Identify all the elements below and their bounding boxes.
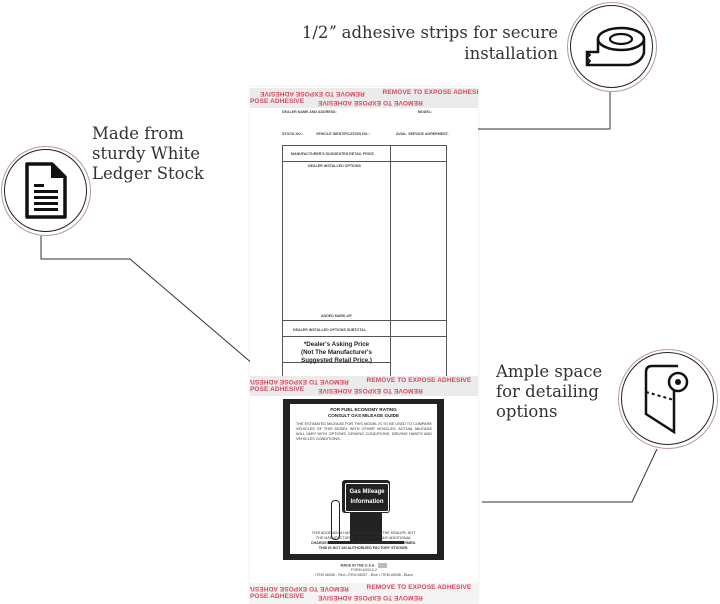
msrp-label: MANUFACTURER'S SUGGESTED RETAIL PRICE [291, 152, 374, 156]
adhesive-strip-label: REMOVE TO EXPOSE ADHESIVE [260, 90, 365, 97]
paper-roll-icon [644, 364, 689, 435]
disclaimer-line: THE MANUFACTURER, TO REFLECT ANY ADDITIO… [315, 536, 412, 540]
adhesive-callout-line: 1/2ˮ adhesive strips for secure [301, 23, 558, 42]
sticker-footer: MADE IN THE U.S.A. FORM #400-0-2 ITEM #6… [250, 563, 478, 578]
fuel-economy-title-line: FOR FUEL ECONOMY RATING [330, 407, 397, 412]
made-in-label: MADE IN THE U.S.A. [340, 563, 376, 568]
vin-label: VEHICLE IDENTIFICATION NO.: [316, 132, 370, 136]
estimated-mileage-paragraph: THE ESTIMATED MILEAGE FOR THIS MODEL IS … [296, 422, 432, 441]
adhesive-strip-label: REMOVE TO EXPOSE ADHESIVE [366, 377, 472, 384]
window-sticker: REMOVE TO EXPOSE ADHESIVE REMOVE TO EXPO… [250, 87, 478, 604]
disclaimer-line: CHARGES FOR ITEMS ADDED OR SERVICES PERF… [310, 541, 417, 545]
adhesive-strip-label: POSE ADHESIVE [250, 386, 305, 393]
adhesive-strip-label: REMOVE TO EXPOSE ADHESIVE [250, 585, 349, 592]
asking-price-line: *Dealer's Asking Price [303, 341, 370, 348]
asking-price-line: (Not The Manufacturer's [301, 349, 372, 356]
made-in-usa: MADE IN THE U.S.A. [250, 563, 478, 568]
form-number: FORM #400-0-2 [351, 568, 377, 573]
ledger-icon-ring-inner [4, 149, 87, 232]
gas-pump-icon [350, 513, 382, 541]
us-flag-icon [378, 563, 388, 568]
service-agreement-label: AVAIL. SERVICE AGREEMENT: [396, 132, 449, 136]
adhesive-strip-label: REMOVE TO EXPOSE ADHESIVE [382, 89, 478, 96]
adhesive-connector-line [478, 92, 611, 130]
options-subtotal-label: DEALER INSTALLED OPTIONS SUBTOTAL [293, 328, 367, 332]
space-callout-line: for detailing [496, 382, 599, 401]
disclaimer-line: THIS IS NOT AN AUTHORIZED FACTORY STICKE… [318, 546, 409, 550]
asking-price-line: Suggested Retail Price.) [301, 357, 372, 364]
ledger-icon-ring [1, 146, 91, 236]
adhesive-strip-label: POSE ADHESIVE [250, 593, 305, 600]
adhesive-strip-label: REMOVE TO EXPOSE ADHESIVE [250, 378, 349, 385]
adhesive-strip-middle: REMOVE TO EXPOSE ADHESIVE REMOVE TO EXPO… [250, 376, 478, 396]
ledger-callout-line: Ledger Stock [92, 164, 204, 183]
adhesive-callout-line: installation [464, 44, 558, 63]
dealer-name-label: DEALER NAME AND ADDRESS: [282, 110, 337, 114]
fuel-economy-title-line: CONSULT GAS MILEAGE GUIDE [327, 413, 400, 418]
dealer-options-label: DEALER INSTALLED OPTIONS [308, 164, 361, 168]
adhesive-strip-label: REMOVE TO EXPOSE ADHESIVE [317, 594, 423, 601]
space-icon-ring-inner [621, 352, 714, 445]
stock-no-label: STOCK NO.: [282, 132, 304, 136]
tape-roll-icon [585, 26, 646, 67]
adhesive-strip-label: REMOVE TO EXPOSE ADHESIVE [317, 387, 423, 394]
sign-line: Gas Mileage [349, 489, 385, 495]
document-icon [25, 162, 67, 219]
added-markup-label: ADDED MARK-UP [321, 314, 352, 318]
space-icon-ring [618, 349, 718, 449]
ledger-callout-line: Made from [92, 124, 184, 143]
adhesive-strip-label: REMOVE TO EXPOSE ADHESIVE [366, 584, 472, 591]
ledger-callout-text: Made from sturdy White Ledger Stock [92, 124, 204, 184]
gas-mileage-sign: Gas Mileage Information [342, 480, 390, 513]
fuel-economy-title: FOR FUEL ECONOMY RATING CONSULT GAS MILE… [290, 407, 437, 419]
price-table: MANUFACTURER'S SUGGESTED RETAIL PRICE DE… [282, 145, 447, 379]
gas-pump-base [328, 541, 404, 544]
disclaimer-line: THIS ADDENDUM HAS BEEN ADDED BY THE DEAL… [311, 531, 416, 535]
gas-mileage-box: FOR FUEL ECONOMY RATING CONSULT GAS MILE… [283, 399, 444, 560]
space-callout-line: options [496, 402, 558, 421]
adhesive-strip-top: REMOVE TO EXPOSE ADHESIVE REMOVE TO EXPO… [250, 88, 478, 108]
model-label: MODEL: [418, 110, 433, 114]
sign-line: Information [350, 499, 384, 505]
space-callout-text: Ample space for detailing options [496, 362, 602, 422]
dealers-asking-price: *Dealer's Asking Price (Not The Manufact… [283, 341, 390, 365]
ledger-connector-line [40, 236, 254, 365]
space-callout-line: Ample space [496, 362, 603, 381]
adhesive-icon-ring-inner [570, 5, 653, 88]
addendum-disclaimer: THIS ADDENDUM HAS BEEN ADDED BY THE DEAL… [294, 531, 433, 551]
adhesive-strip-label: POSE ADHESIVE [250, 98, 305, 105]
adhesive-strip-bottom: REMOVE TO EXPOSE ADHESIVE REMOVE TO EXPO… [250, 583, 478, 604]
adhesive-callout-text: 1/2ˮ adhesive strips for secure installa… [302, 22, 558, 64]
adhesive-icon-ring [567, 2, 657, 92]
adhesive-strip-label: REMOVE TO EXPOSE ADHESIVE [317, 99, 423, 106]
space-connector-line [482, 448, 658, 503]
ledger-callout-line: sturdy White [92, 144, 200, 163]
item-numbers: ITEM #6056 - Red • ITEM #6057 - Blue • I… [315, 573, 413, 578]
gas-nozzle-icon [331, 500, 340, 540]
